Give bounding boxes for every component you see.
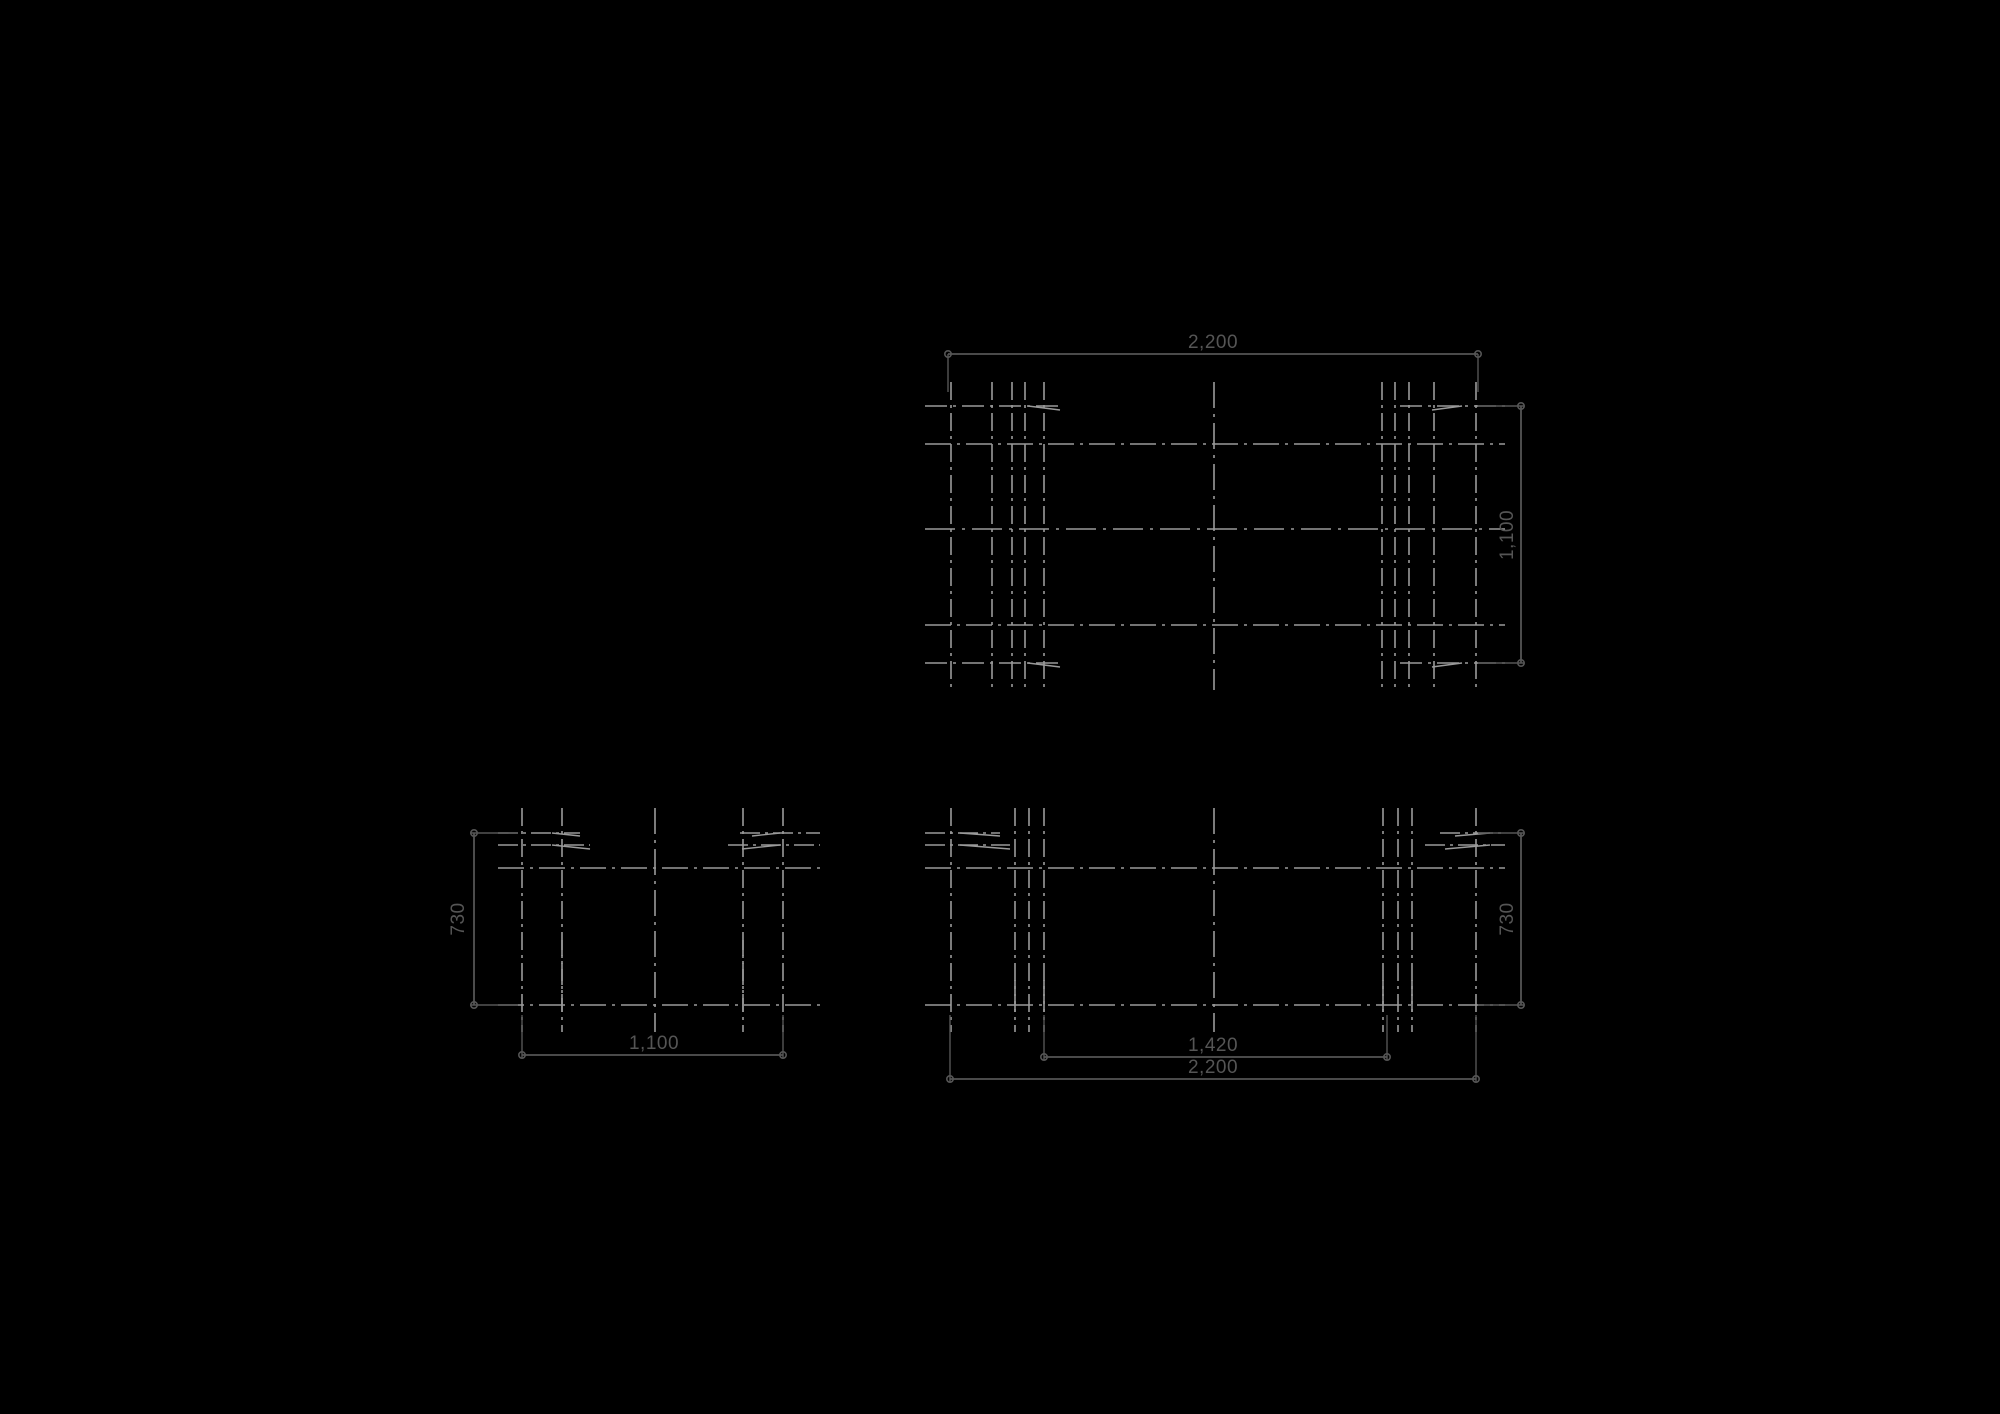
- front-view-vertical-lines: [950, 808, 1477, 1032]
- dimension-label-front-overall-width: 2,200: [1188, 1057, 1238, 1078]
- top-view-group: 2,200 1,100: [925, 332, 1526, 690]
- dimension-endpoint-marker: [1040, 1053, 1049, 1062]
- front-view-inner-lines: [1014, 980, 1413, 1012]
- side-view-horizontal-lines: [498, 832, 820, 1006]
- dimension-endpoint-marker: [1472, 1075, 1481, 1084]
- front-view-group: 730 1,420 2,200: [925, 808, 1526, 1084]
- dimension-endpoint-marker: [1517, 1000, 1526, 1009]
- dimension-front-overall-width: 2,200: [945, 1015, 1481, 1084]
- dimension-label-top-depth: 1,100: [1497, 510, 1518, 560]
- dimension-label-side-height: 730: [448, 902, 469, 935]
- dimension-label-top-width: 2,200: [1188, 332, 1238, 353]
- dimension-endpoint-marker: [1517, 828, 1526, 837]
- dimension-front-inner-width: 1,420: [1040, 1015, 1392, 1062]
- dimension-label-front-height: 730: [1497, 902, 1518, 935]
- front-view-horizontal-lines: [925, 832, 1505, 1006]
- dimension-label-side-width: 1,100: [629, 1033, 679, 1054]
- front-view-corner-leaders: [959, 832, 1491, 850]
- dimension-top-depth: 1,100: [1478, 401, 1526, 667]
- dimension-endpoint-marker: [945, 1075, 954, 1084]
- dimension-endpoint-marker: [943, 349, 952, 358]
- dimension-side-height: 730: [448, 828, 518, 1009]
- side-view-vertical-lines: [521, 808, 784, 1032]
- dimension-top-width: 2,200: [943, 332, 1483, 392]
- dimension-endpoint-marker: [517, 1051, 526, 1060]
- dimension-label-front-inner-width: 1,420: [1188, 1035, 1238, 1056]
- dimension-endpoint-marker: [778, 1051, 787, 1060]
- dimension-endpoint-marker: [469, 828, 478, 837]
- dimension-endpoint-marker: [1517, 401, 1526, 410]
- dimension-endpoint-marker: [1474, 349, 1483, 358]
- side-view-group: 730 1,100: [448, 808, 820, 1060]
- top-view-corner-leaders: [1027, 405, 1463, 668]
- top-view-horizontal-lines: [925, 405, 1505, 664]
- side-view-corner-leaders: [551, 832, 781, 850]
- top-view-vertical-lines: [950, 382, 1477, 690]
- dimension-side-width: 1,100: [517, 1015, 787, 1060]
- dimension-front-height: 730: [1478, 828, 1526, 1009]
- dimension-endpoint-marker: [1383, 1053, 1392, 1062]
- dimension-endpoint-marker: [1517, 658, 1526, 667]
- side-view-inner-lines: [561, 940, 744, 1012]
- dimension-endpoint-marker: [469, 1000, 478, 1009]
